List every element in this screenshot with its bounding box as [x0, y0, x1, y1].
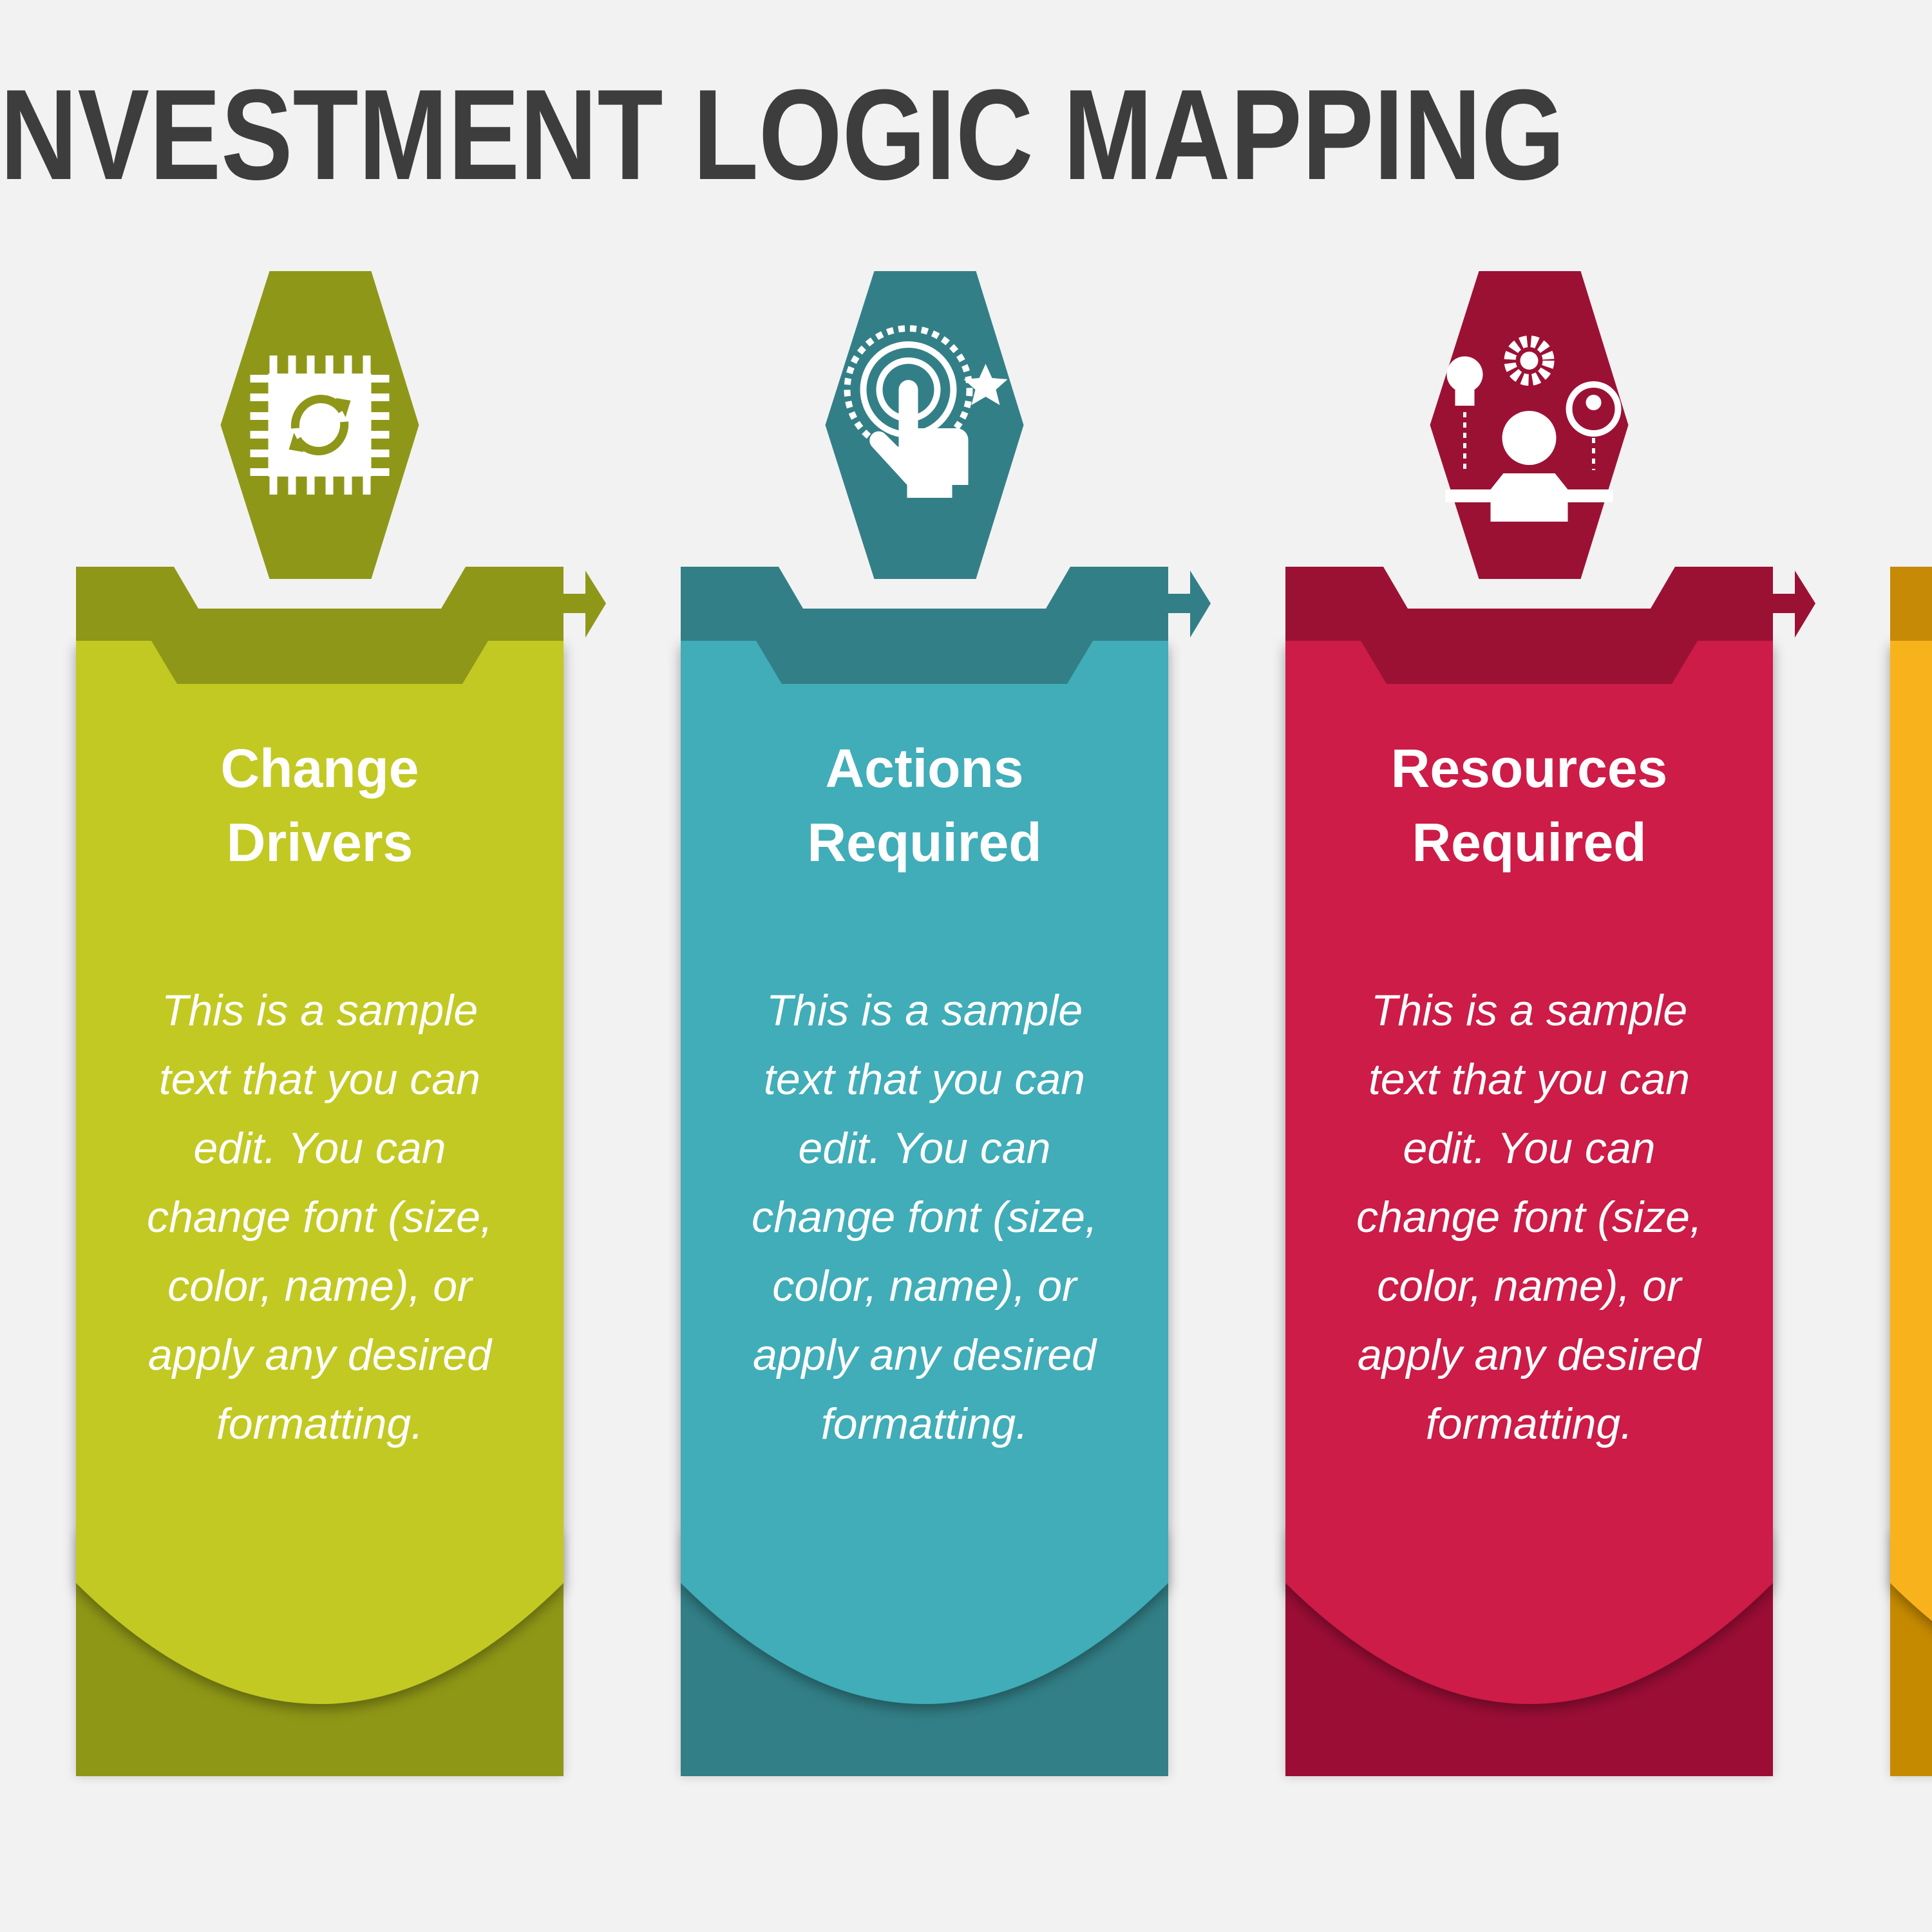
column-description: text that you can: [1368, 1055, 1690, 1104]
page-title: NVESTMENT LOGIC MAPPING: [0, 63, 1565, 207]
arrow-right-icon: [1168, 571, 1211, 638]
column-header-band: [1890, 567, 1932, 641]
column-description: formatting.: [216, 1399, 423, 1448]
column-heading: Required: [807, 812, 1041, 873]
column-description: apply any desired: [753, 1331, 1097, 1379]
column-description: This is a sample: [162, 986, 478, 1035]
column-description: This is a sample: [1371, 986, 1687, 1035]
column-description: This is a sample: [766, 986, 1083, 1035]
column-description: formatting.: [821, 1399, 1028, 1448]
column-header-band: [76, 567, 564, 684]
column-body: [681, 641, 1168, 1704]
column-heading: Change: [220, 738, 419, 799]
column-body: [76, 641, 564, 1704]
column-description: apply any desired: [1358, 1331, 1702, 1379]
column-description: change font (size,: [752, 1193, 1097, 1242]
column-description: change font (size,: [1356, 1193, 1702, 1242]
column-body: [1285, 641, 1773, 1704]
column-heading: Resources: [1391, 738, 1668, 799]
column-description: apply any desired: [148, 1331, 493, 1379]
arrow-right-icon: [564, 571, 606, 638]
arrow-right-icon: [1773, 571, 1815, 638]
column-description: formatting.: [1426, 1399, 1633, 1448]
column-description: change font (size,: [147, 1193, 493, 1242]
column-description: color, name), or: [772, 1262, 1078, 1311]
column-heading: Drivers: [227, 812, 413, 873]
column-4: [1890, 567, 1932, 1776]
touch-target-icon: [844, 325, 1008, 498]
manager-resources-icon: [1445, 336, 1622, 522]
column-header-band: [681, 567, 1168, 684]
column-description: text that you can: [159, 1055, 480, 1104]
hexagon-badge: [825, 271, 1024, 579]
column-heading: Actions: [825, 738, 1023, 799]
column-description: color, name), or: [167, 1262, 473, 1311]
column-description: color, name), or: [1377, 1262, 1683, 1311]
column-description: text that you can: [764, 1055, 1085, 1104]
column-body: [1890, 641, 1932, 1621]
column-heading: Required: [1412, 812, 1646, 873]
column-description: edit. You can: [194, 1124, 446, 1173]
column-description: edit. You can: [799, 1124, 1051, 1173]
column-header-band: [1285, 567, 1773, 684]
column-description: edit. You can: [1403, 1124, 1656, 1173]
chip-refresh-icon: [250, 355, 390, 495]
